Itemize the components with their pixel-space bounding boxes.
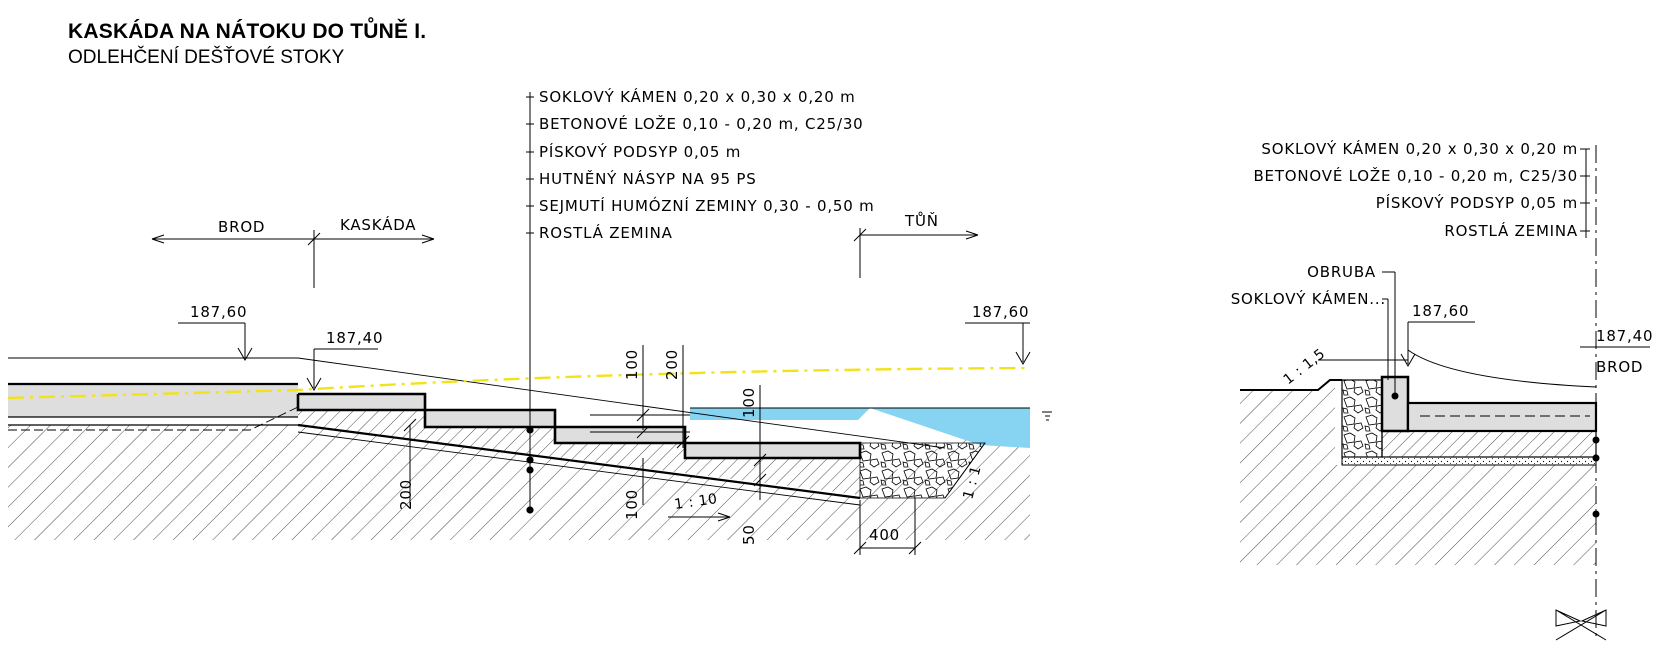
right-soil-hatch: [1240, 380, 1596, 565]
left-cross-section: SOKLOVÝ KÁMEN 0,20 x 0,30 x 0,20 m BETON…: [7, 87, 1052, 555]
layer-label-5: SEJMUTÍ HUMÓZNÍ ZEMINY 0,30 - 0,50 m: [539, 196, 875, 215]
section-mark-icon: [1555, 609, 1607, 641]
zone-tune-label: TŮŇ: [904, 211, 939, 230]
dim-200-left: 200: [397, 479, 415, 510]
soklovy-kamen-label: SOKLOVÝ KÁMEN...: [1231, 289, 1386, 308]
right-level-187-60: 187,60: [1412, 302, 1469, 320]
layer-label-6: ROSTLÁ ZEMINA: [539, 223, 673, 242]
zone-brod-label: BROD: [218, 218, 265, 236]
dim-200-top: 200: [663, 349, 681, 380]
right-layer-label-2: BETONOVÉ LOŽE 0,10 - 0,20 m, C25/30: [1253, 166, 1578, 185]
water-body: [690, 408, 1030, 448]
compacted-fill-hatch: [298, 410, 860, 495]
layer-label-2: BETONOVÉ LOŽE 0,10 - 0,20 m, C25/30: [539, 114, 864, 133]
dim-100-top: 100: [623, 349, 641, 380]
drawing-title: KASKÁDA NA NÁTOKU DO TŮNĚ I.: [68, 20, 427, 43]
layer-label-1: SOKLOVÝ KÁMEN 0,20 x 0,30 x 0,20 m: [539, 87, 856, 106]
zone-kaskada-label: KASKÁDA: [340, 215, 416, 234]
slope-1-1-5: 1 : 1,5: [1281, 346, 1329, 388]
natural-soil-hatch: [8, 420, 1030, 540]
dim-100-bottom: 100: [623, 489, 641, 520]
right-layer-label-1: SOKLOVÝ KÁMEN 0,20 x 0,30 x 0,20 m: [1261, 139, 1578, 158]
dim-100-right: 100: [740, 387, 758, 418]
dim-400: 400: [869, 526, 900, 544]
dim-50: 50: [740, 524, 758, 545]
layer-label-3: PÍSKOVÝ PODSYP 0,05 m: [539, 142, 741, 161]
right-level-187-40: 187,40: [1596, 327, 1653, 345]
drawing-subtitle: ODLEHČENÍ DEŠŤOVÉ STOKY: [68, 47, 345, 68]
obruba-label: OBRUBA: [1307, 263, 1376, 281]
right-layer-label-3: PÍSKOVÝ PODSYP 0,05 m: [1376, 193, 1578, 212]
level-187-60-right: 187,60: [972, 303, 1029, 321]
slope-1-10: 1 : 10: [673, 491, 718, 513]
water-level-line: [7, 366, 1031, 400]
right-layer-label-4: ROSTLÁ ZEMINA: [1444, 221, 1578, 240]
level-187-40-left: 187,40: [326, 329, 383, 347]
level-187-60-left: 187,60: [190, 303, 247, 321]
right-cross-section: SOKLOVÝ KÁMEN 0,20 x 0,30 x 0,20 m BETON…: [1231, 139, 1653, 641]
layer-label-4: HUTNĚNÝ NÁSYP NA 95 PS: [539, 169, 757, 188]
right-brod-label: BROD: [1596, 358, 1643, 376]
